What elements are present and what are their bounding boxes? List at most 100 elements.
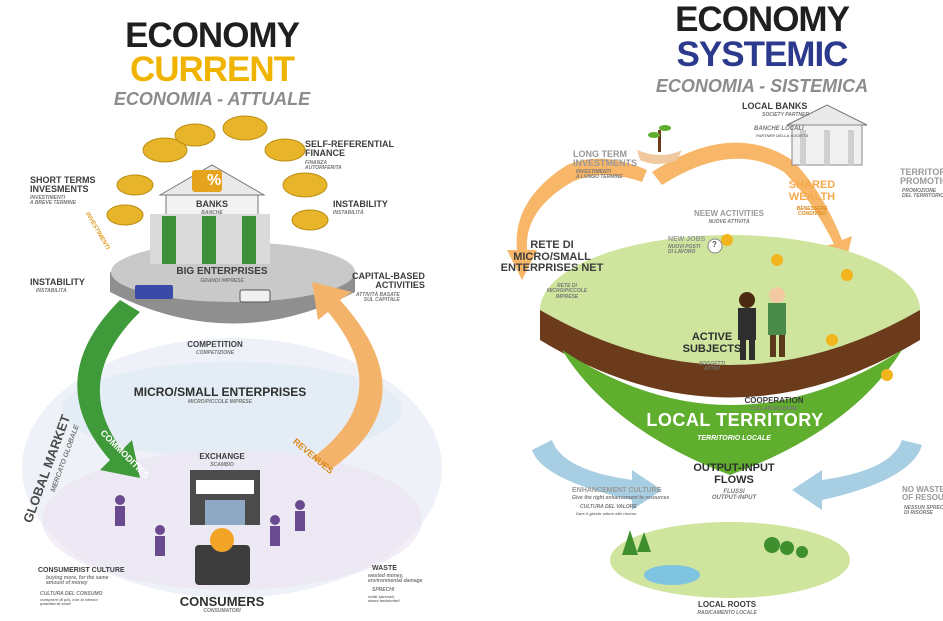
long-term-investments-label-it: INVESTIMENTI A LUNGO TERMINE	[576, 169, 623, 181]
rete-micro-small-label: RETE DI MICRO/SMALL ENTERPRISES NET	[500, 239, 604, 275]
truck-icon	[135, 285, 173, 299]
instability-top-label-it: INSTABILITÀ	[333, 210, 364, 216]
flussi-output-input-label: FLUSSI OUTPUT-INPUT	[711, 489, 757, 502]
consumerist-culture-label: CONSUMERIST CULTURE	[38, 567, 125, 574]
no-waste-label: NO WASTE OF RESOURCES	[902, 485, 943, 503]
lake-shape	[644, 565, 700, 585]
left-subtitle-it: ECONOMIA - ATTUALE	[113, 89, 311, 109]
banks-label: BANKS	[195, 199, 229, 209]
rete-micro-small-label-it: RETE DI MICRO/PICCOLE IMPRESE	[546, 283, 588, 300]
left-subtitle: CURRENT	[129, 50, 295, 89]
new-activities-label: NEEW ACTIVITIES	[694, 209, 764, 218]
cultura-valore-desc: Dare il giusto valore alle risorse	[576, 511, 637, 516]
right-subtitle-it: ECONOMIA - SISTEMICA	[655, 76, 869, 96]
exchange-label: EXCHANGE	[199, 452, 245, 461]
active-subjects-people	[738, 287, 786, 360]
big-enterprises-base	[110, 272, 355, 324]
enhancement-culture-label: ENHANCEMENT CULTURE	[572, 487, 662, 494]
left-title: ECONOMY	[125, 16, 300, 55]
new-activities-label-it: NUOVE ATTIVITÀ	[708, 219, 750, 225]
territory-promotion-label: TERRITORY PROMOTION	[900, 167, 943, 187]
local-territory-band	[540, 310, 920, 398]
micro-small-enterprises-label: MICRO/SMALL ENTERPRISES	[133, 385, 307, 399]
coins-stack	[106, 115, 329, 231]
capital-based-label: CAPITAL-BASED ACTIVITIES	[352, 271, 425, 291]
competition-label-it: COMPETIZIONE	[195, 350, 235, 356]
coins-icons	[721, 234, 893, 381]
current-economy-panel: ECONOMY CURRENT ECONOMIA - ATTUALE % BAN…	[0, 0, 470, 621]
current-economy-illustration	[22, 115, 442, 598]
long-term-investments-label: LONG TERM INVESTMENTS	[573, 149, 638, 169]
bank-building-icon	[150, 164, 270, 264]
percent-sign: %	[207, 172, 222, 189]
euro-coin-icon	[210, 528, 234, 552]
waste-desc-it: soldi sprecati, danni ambientali	[368, 594, 400, 604]
micro-small-enterprises-label-it: MICRO/PICCOLE IMPRESE	[187, 399, 253, 405]
short-terms-label: SHORT TERMS INVESMENTS	[30, 175, 96, 195]
local-territory-top	[540, 235, 920, 385]
plant-in-hand-icon	[637, 125, 682, 164]
self-ref-finance-label-it: FINANZA AUTORIFERITA	[305, 160, 342, 172]
wallet-icon	[195, 545, 250, 585]
truck-icon	[239, 289, 271, 303]
instability-left-label-it: INSTABILITÀ	[36, 288, 67, 294]
society-partner-label: SOCIETY PARTNER	[762, 112, 809, 118]
active-subjects-label: ACTIVE SUBJECTS	[682, 331, 742, 355]
local-territory-label: LOCAL TERRITORY	[646, 410, 824, 430]
self-ref-finance-label: SELF-REFERENTIAL FINANCE	[305, 139, 394, 159]
exchange-shop-icon	[190, 470, 260, 525]
local-bank-building-icon	[786, 104, 868, 166]
systemic-economy-illustration	[507, 104, 922, 598]
shared-wealth-label: SHARED WEALTH	[788, 179, 836, 203]
big-enterprises-label-it: GRANDI IMPRESE	[200, 278, 244, 284]
no-waste-label-it: NESSUN SPRECO DI RISORSE	[904, 505, 943, 517]
waste-label-it: SPRECHI	[372, 587, 395, 593]
local-banks-label: LOCAL BANKS	[742, 101, 808, 111]
local-territory-cone	[562, 350, 902, 475]
local-roots-island	[610, 522, 850, 598]
trees-group	[622, 530, 808, 558]
micro-enterprises-platform	[62, 362, 402, 458]
question-bubble-icon	[707, 238, 723, 254]
waste-label: WASTE	[372, 565, 397, 572]
exchange-label-it: SCAMBIO	[210, 462, 234, 468]
instability-top-label: INSTABILITY	[333, 199, 388, 209]
waste-desc: wasted money, environmental damage	[368, 573, 423, 585]
local-roots-label: LOCAL ROOTS	[697, 600, 757, 609]
short-terms-label-it: INVESTIMENTI A BREVE TERMINE	[30, 195, 76, 207]
radicamento-label: RADICAMENTO LOCALE	[697, 610, 757, 616]
consumerist-culture-label-it: CULTURA DEL CONSUMO	[40, 591, 103, 597]
flow-arrow-left	[532, 440, 662, 510]
new-jobs-label-it: NUOVI POSTI DI LAVORO	[668, 244, 701, 256]
shared-wealth-label-it: BENESSERE CONDIVISO	[796, 206, 828, 218]
flow-arrow-right	[792, 440, 922, 510]
territorio-locale-label: TERRITORIO LOCALE	[697, 435, 771, 442]
long-term-arrow	[507, 158, 647, 280]
big-enterprises-label: BIG ENTERPRISES	[176, 266, 268, 277]
active-subjects-label-it: SOGGETTI ATTIVI	[699, 361, 725, 373]
new-jobs-label: NEW JOBS	[668, 236, 706, 243]
systemic-economy-panel: ECONOMY SYSTEMIC ECONOMIA - SISTEMICA LO…	[472, 0, 943, 621]
consumers-label: CONSUMERS	[179, 594, 265, 609]
territory-promotion-label-it: PROMOZIONE DEL TERRITORIO	[902, 188, 943, 200]
consumerist-culture-desc-it: comprare di più, con lo stesso quantità …	[40, 597, 98, 607]
capital-arrow	[312, 282, 383, 470]
banche-locali-label: BANCHE LOCALI	[754, 126, 804, 132]
instability-left-label: INSTABILITY	[30, 277, 85, 287]
shared-wealth-arrow	[652, 142, 852, 270]
output-input-flows-label: OUTPUT-INPUT FLOWS	[693, 462, 775, 486]
competition-label: COMPETITION	[187, 340, 243, 349]
consumerist-culture-desc: buying more, for the same amount of mone…	[46, 575, 109, 587]
partner-societa-label: PARTNER DELLA SOCIETÀ	[756, 133, 809, 138]
banks-label-it: BANCHE	[201, 210, 223, 216]
cooperation-label-it: COLLABORAZIONE	[750, 406, 798, 412]
right-subtitle: SYSTEMIC	[676, 35, 849, 74]
question-mark: ?	[712, 240, 717, 249]
cultura-valore-label: CULTURA DEL VALORE	[580, 504, 637, 510]
consumer-people	[115, 495, 305, 556]
cooperation-label: COOPERATION	[744, 396, 804, 405]
capital-based-label-it: ATTIVITÀ BASATE SUL CAPITALE	[356, 292, 400, 304]
enhancement-culture-desc: Give the right enhancement to resources	[572, 495, 670, 501]
right-title: ECONOMY	[675, 0, 850, 39]
consumers-label-it: CONSUMATORI	[203, 608, 241, 614]
